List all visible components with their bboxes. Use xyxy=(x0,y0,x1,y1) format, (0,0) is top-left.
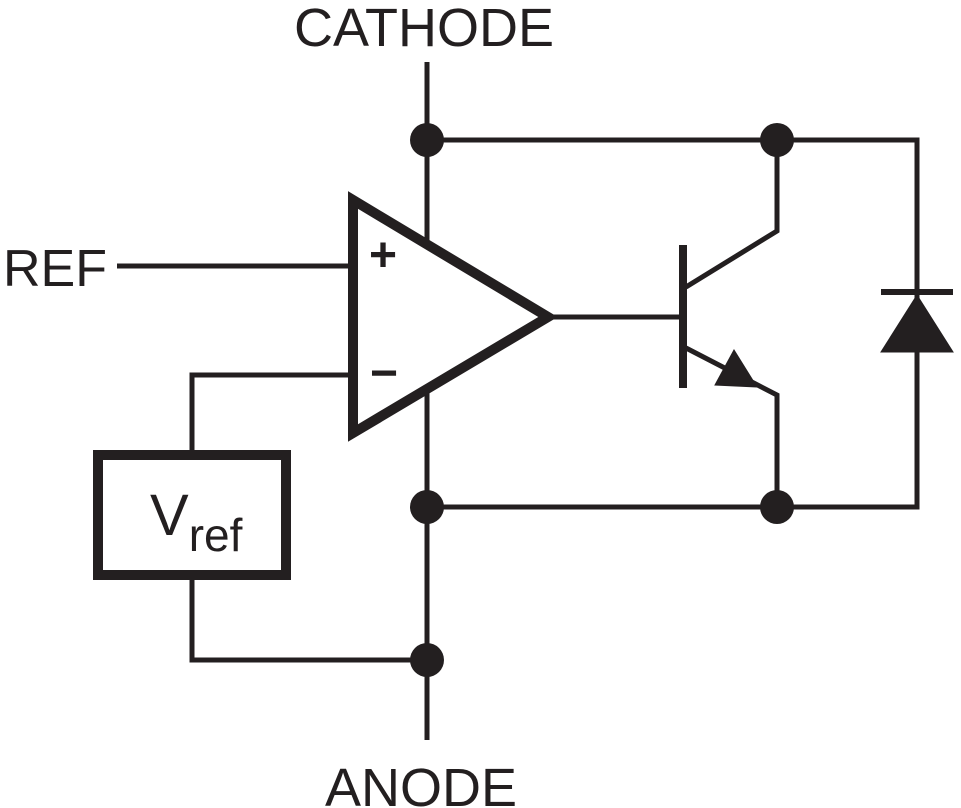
junction-dot-cathode-node xyxy=(410,123,444,157)
opamp-plus-sign: + xyxy=(369,229,397,282)
junction-dot-collector-node xyxy=(760,123,794,157)
inverting-input-wire xyxy=(189,372,351,455)
transistor-collector-wire xyxy=(684,140,780,290)
junction-dot-emitter-node xyxy=(760,490,794,524)
vref-label-subscript: ref xyxy=(189,509,243,561)
vref-to-anode-wire xyxy=(189,575,427,663)
anode-terminal-label: ANODE xyxy=(325,758,517,808)
vref-box xyxy=(93,450,291,580)
cathode-terminal-label: CATHODE xyxy=(294,0,554,58)
emitter-arrow-icon xyxy=(714,349,758,388)
vref-label: Vref xyxy=(150,483,243,561)
opamp-minus-sign: − xyxy=(370,347,398,400)
opamp-triangle xyxy=(348,191,558,442)
junction-dot-vref-anode-node xyxy=(410,643,444,677)
transistor-emitter-wire xyxy=(684,345,780,507)
vref-label-main: V xyxy=(150,483,189,548)
junction-dot-anode-rail-node xyxy=(410,490,444,524)
ref-terminal-label: REF xyxy=(3,240,107,298)
diode-triangle-icon xyxy=(880,294,954,353)
